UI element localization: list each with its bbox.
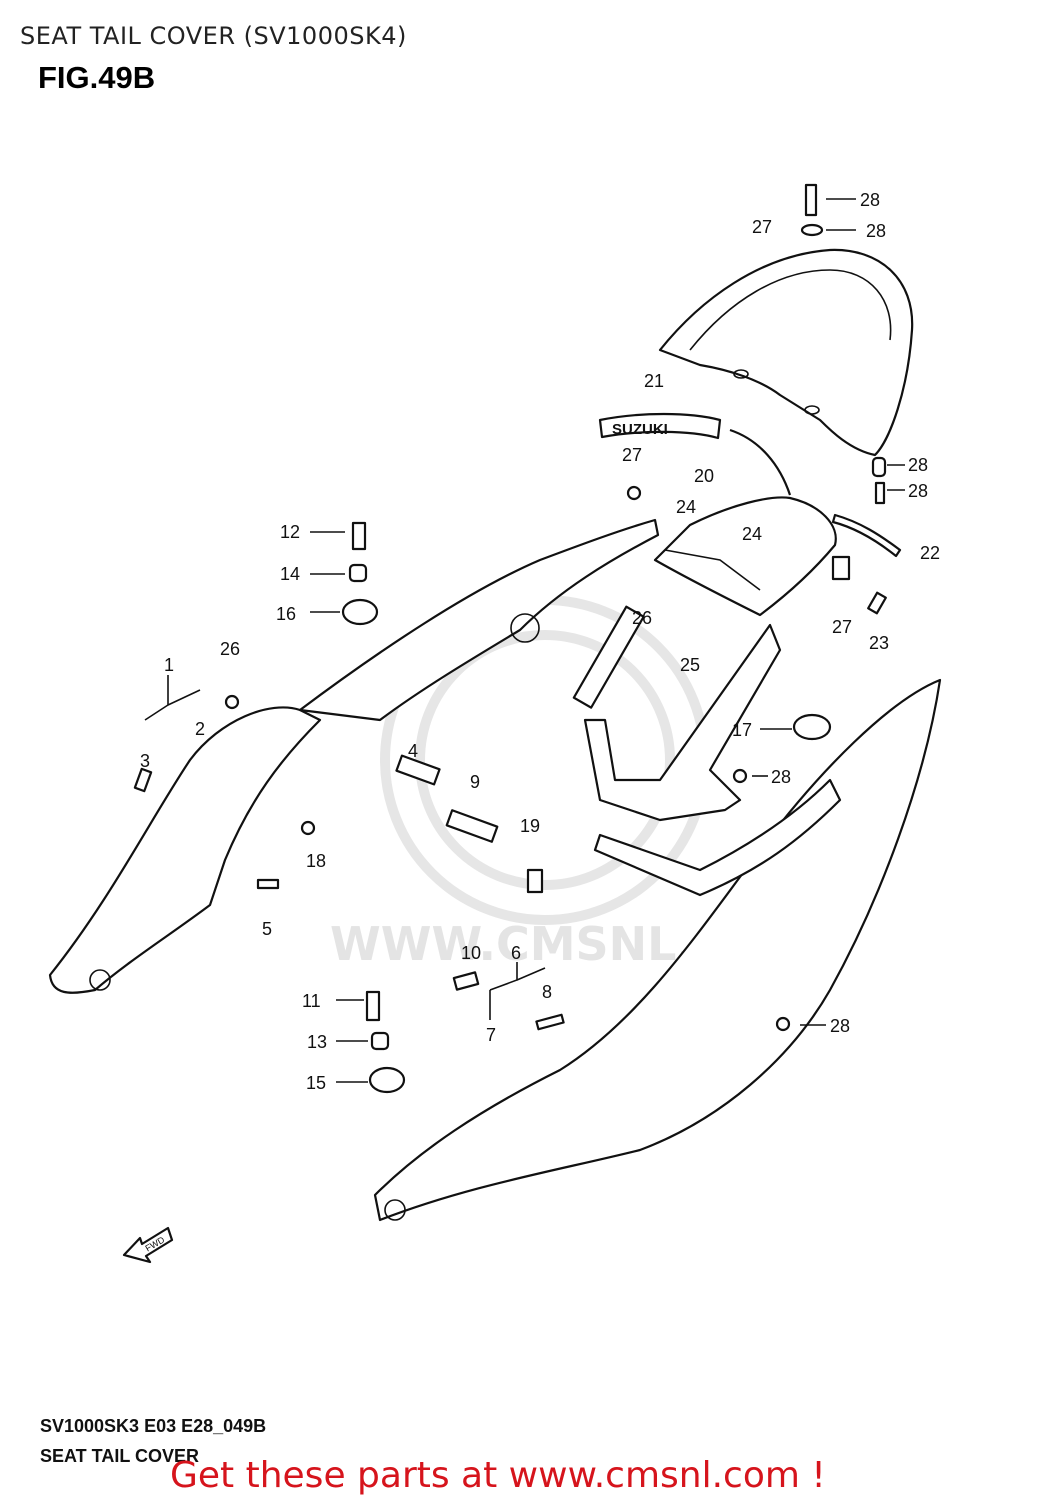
callout-1: 1 [164, 655, 174, 675]
cmsnl-link[interactable]: Get these parts at www.cmsnl.com ! [170, 1455, 826, 1496]
clip-27-icon [831, 555, 851, 581]
callout-2: 2 [195, 719, 205, 739]
callout-30: 28 [860, 190, 880, 210]
callout-26-left: 26 [220, 639, 240, 659]
callout-15: 15 [306, 1073, 326, 1093]
callout-24a: 24 [676, 497, 696, 517]
callout-18: 18 [306, 851, 326, 871]
pad-23-icon [867, 591, 887, 615]
washer-31-icon [800, 223, 824, 237]
suzuki-emblem: SUZUKI [598, 412, 722, 440]
cushion-16-icon [341, 598, 379, 626]
pad-8-icon [535, 1013, 565, 1031]
clip-28a-icon [626, 485, 642, 501]
cushion-4-icon [395, 754, 441, 786]
callout-13: 13 [307, 1032, 327, 1052]
callout-12: 12 [280, 522, 300, 542]
callout-24b: 24 [742, 524, 762, 544]
callout-4: 4 [408, 741, 418, 761]
callout-14: 14 [280, 564, 300, 584]
callout-8: 8 [542, 982, 552, 1002]
left-side-cover [48, 518, 660, 994]
callout-31: 28 [866, 221, 886, 241]
screw-18-icon [300, 820, 316, 836]
diagram-code: SV1000SK3 E03 E28_049B [40, 1416, 267, 1436]
diagram-name: SEAT TAIL COVER [40, 1446, 200, 1466]
bolt-12-icon [351, 521, 367, 551]
callout-16: 16 [276, 604, 296, 624]
callout-10: 10 [461, 943, 481, 963]
callout-9: 9 [470, 772, 480, 792]
callout-labels: 28 28 27 21 28 28 27 20 24 24 22 12 14 1… [140, 190, 940, 1093]
page-title: SEAT TAIL COVER (SV1000SK4) [20, 22, 407, 50]
pad-3-icon [133, 767, 153, 793]
right-side-cover [373, 678, 942, 1222]
cushion-17-icon [792, 713, 832, 741]
bolt-11-icon [365, 990, 381, 1022]
callout-5: 5 [262, 919, 272, 939]
callout-26-right: 26 [632, 608, 652, 628]
clip-28b-icon [732, 768, 748, 784]
callout-23: 23 [869, 633, 889, 653]
callout-11: 11 [302, 991, 321, 1011]
bolt-33-icon [874, 481, 886, 505]
cushion-15-icon [368, 1066, 406, 1094]
stripe-icon [729, 428, 792, 496]
strip-22-icon [831, 513, 902, 558]
rear-bracket [572, 605, 782, 822]
collar-13-icon [370, 1031, 390, 1051]
pad-5-icon [256, 878, 280, 890]
callout-22: 22 [920, 543, 940, 563]
clip-19-icon [526, 868, 544, 894]
callout-28-top: 27 [622, 445, 642, 465]
collar-32-icon [871, 456, 887, 478]
callout-3: 3 [140, 751, 150, 771]
callout-19: 19 [520, 816, 540, 836]
callout-29: 27 [752, 217, 772, 237]
cushion-9-icon [445, 809, 499, 843]
callout-20: 20 [694, 466, 714, 486]
screw-26-icon [224, 694, 240, 710]
pad-10-icon [452, 971, 480, 991]
callout-33: 28 [908, 481, 928, 501]
callout-25: 25 [680, 655, 700, 675]
clip-28c-icon [775, 1016, 791, 1032]
callout-28-mid: 28 [771, 767, 791, 787]
hardware [133, 183, 902, 1094]
callout-27: 27 [832, 617, 852, 637]
callout-32: 28 [908, 455, 928, 475]
callout-17: 17 [732, 720, 752, 740]
callout-7: 7 [486, 1025, 496, 1045]
bolt-30-icon [804, 183, 818, 217]
callout-6: 6 [511, 943, 521, 963]
leader-lines [144, 198, 905, 1083]
figure-label: FIG.49B [38, 60, 156, 95]
collar-14-icon [348, 563, 368, 583]
callout-21: 21 [644, 371, 664, 391]
fwd-arrow-icon: FWD [122, 1226, 174, 1264]
tail-top-panel [653, 496, 837, 617]
callout-28-bottom: 28 [830, 1016, 850, 1036]
svg-text:SUZUKI: SUZUKI [612, 421, 668, 438]
seat-cowl [658, 248, 914, 457]
